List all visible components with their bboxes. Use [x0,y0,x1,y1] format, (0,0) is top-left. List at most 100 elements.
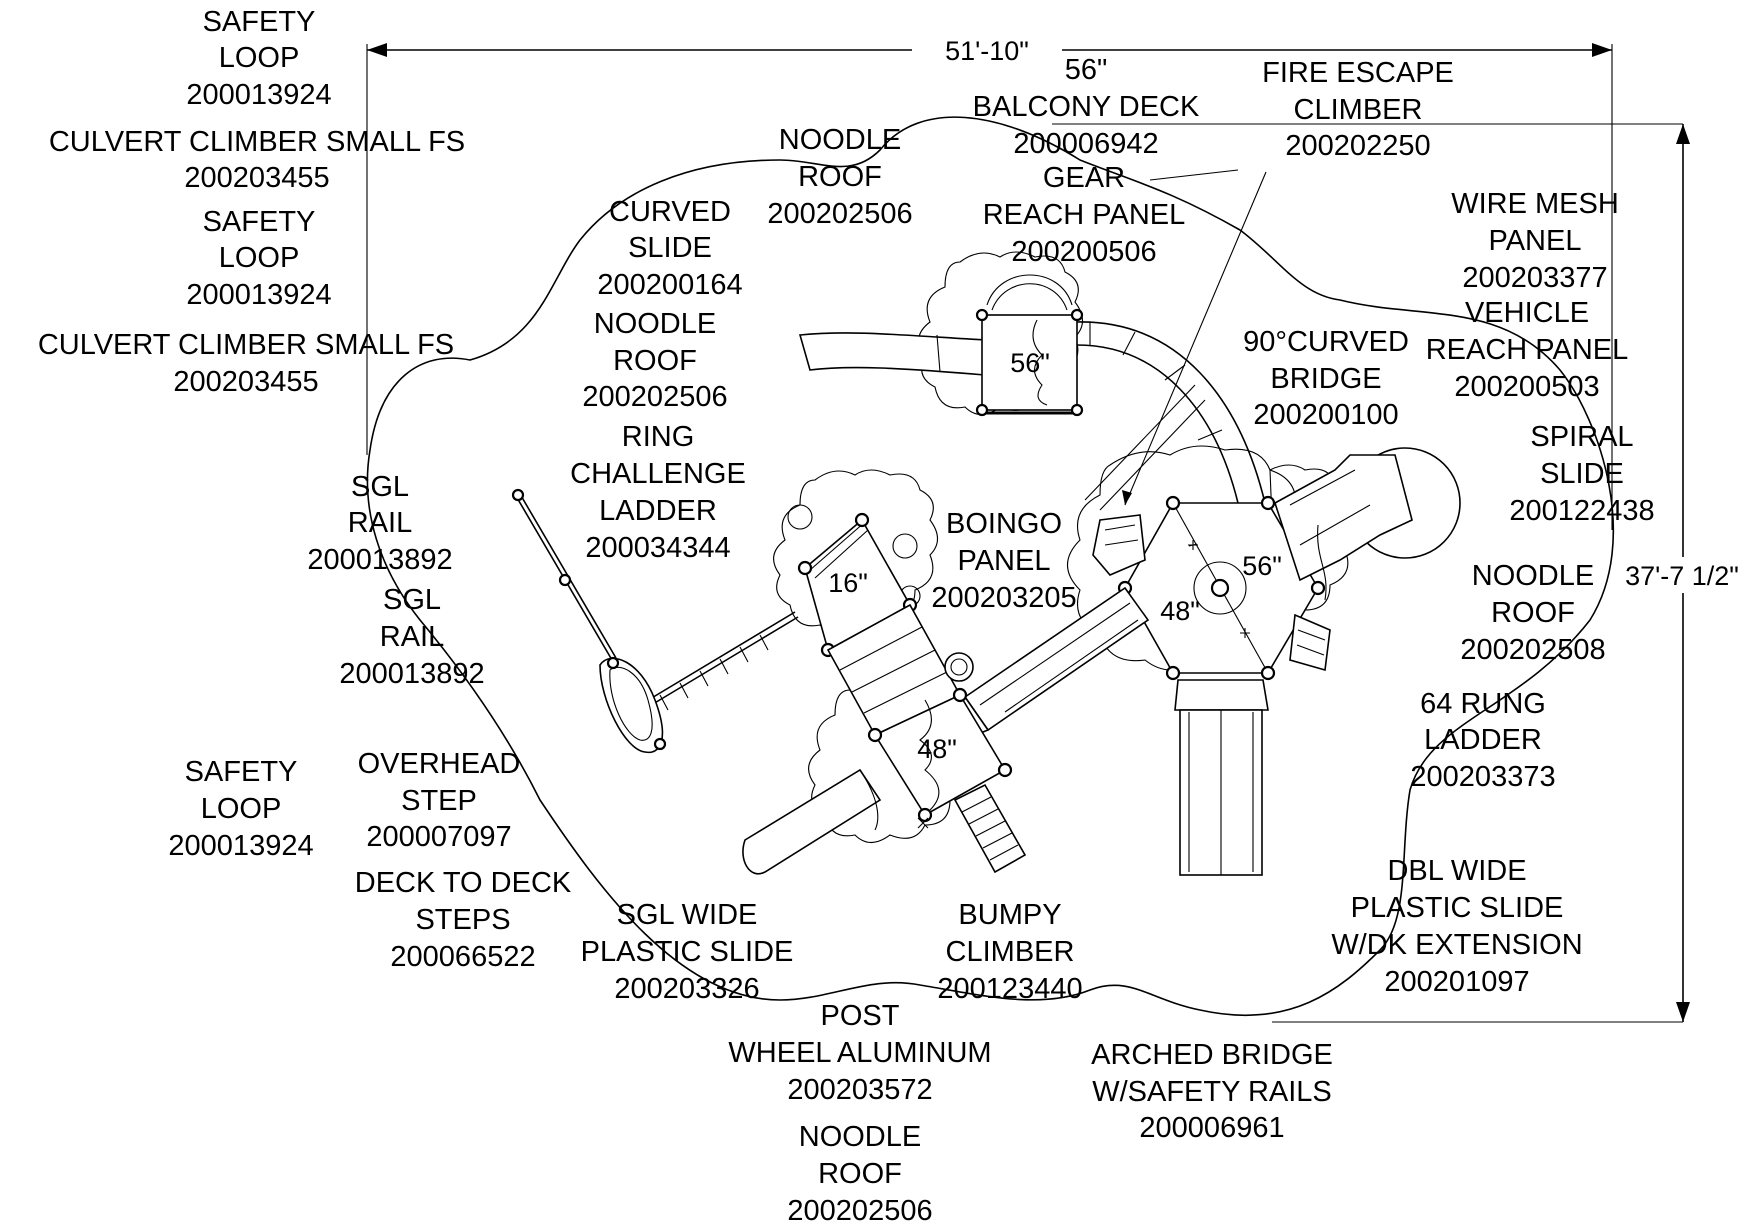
label-text: BUMPY [958,899,1061,931]
label-sgl-rail: SGL RAIL 200013892 [307,471,452,576]
label-bumpy-climber: BUMPY CLIMBER 200123440 [937,899,1082,1005]
label-text: 200122438 [1509,495,1654,527]
label-text: SAFETY [185,756,298,788]
label-text: SGL [351,471,409,503]
label-text: PLASTIC SLIDE [581,936,794,968]
label-text: ROOF [1491,597,1575,629]
label-text: ARCHED BRIDGE [1091,1039,1333,1071]
label-text: BALCONY DECK [973,91,1200,123]
label-text: CURVED [609,196,731,228]
label-text: 200200100 [1253,399,1398,431]
label-text: SAFETY [203,6,316,38]
label-text: 200200164 [597,269,742,301]
label-text: 200066522 [390,941,535,973]
label-vehicle-reach-panel: VEHICLE REACH PANEL 200200503 [1426,297,1629,403]
label-text: 200200503 [1454,371,1599,403]
single-rail-safety-loop [511,488,667,754]
label-text: 200007097 [366,821,511,853]
label-curved-bridge: 90°CURVED BRIDGE 200200100 [1243,326,1409,431]
label-ring-challenge-ladder: RING CHALLENGE LADDER 200034344 [570,421,746,564]
label-curved-slide: CURVED SLIDE 200200164 [597,196,742,301]
deck-height-label: 16" [828,568,868,598]
label-text: RING [622,421,695,453]
width-dimension: 51'-10" [366,30,1613,530]
label-post-wheel: POST WHEEL ALUMINUM 200203572 [728,1000,991,1106]
label-text: 56" [1065,54,1108,86]
label-text: STEPS [415,904,510,936]
label-balcony-deck: 56" BALCONY DECK 200006942 [973,54,1200,160]
label-text: DBL WIDE [1387,855,1526,887]
label-text: GEAR [1043,162,1125,194]
label-text: LOOP [219,242,300,274]
label-deck-to-deck-steps: DECK TO DECK STEPS 200066522 [355,867,572,973]
label-text: CHALLENGE [570,458,746,490]
vehicle-reach-panel [1289,613,1331,672]
deck-height-label: 56" [1010,348,1050,378]
depth-dimension: 37'-7 1/2" [1052,123,1749,1023]
label-text: ROOF [818,1158,902,1190]
label-safety-loop: SAFETY LOOP 200013924 [168,756,313,862]
label-text: NOODLE [779,124,901,156]
label-boingo-panel: BOINGO PANEL 200203205 [931,508,1076,614]
label-arched-bridge: ARCHED BRIDGE W/SAFETY RAILS 200006961 [1091,1039,1333,1144]
deck-height-label: 56" [1242,551,1282,581]
depth-dimension-label: 37'-7 1/2" [1625,561,1739,591]
label-text: DECK TO DECK [355,867,572,899]
label-text: PANEL [958,545,1051,577]
label-text: 200203455 [173,366,318,398]
label-overhead-step: OVERHEAD STEP 200007097 [358,748,521,853]
label-text: SLIDE [1540,458,1624,490]
label-text: LADDER [599,495,717,527]
label-text: 200203455 [184,162,329,194]
label-noodle-roof: NOODLE ROOF 200202506 [582,308,727,413]
label-text: 200202250 [1285,130,1430,162]
label-noodle-roof: NOODLE ROOF 200202508 [1460,560,1605,666]
label-text: W/SAFETY RAILS [1092,1076,1332,1108]
label-64-rung-ladder: 64 RUNG LADDER 200203373 [1410,688,1555,793]
label-culvert-climber: CULVERT CLIMBER SMALL FS 200203455 [38,329,454,398]
label-text: RAIL [380,621,444,653]
label-text: BRIDGE [1270,363,1381,395]
label-text: PANEL [1489,225,1582,257]
label-text: CULVERT CLIMBER SMALL FS [38,329,454,361]
component-labels: SAFETY LOOP 200013924 CULVERT CLIMBER SM… [38,6,1655,1227]
curved-bridge-90 [1076,321,1266,504]
deck-16: 16" [797,512,918,658]
label-text: ROOF [798,161,882,193]
label-text: CLIMBER [946,936,1075,968]
label-text: 200203326 [614,973,759,1005]
label-text: 200013924 [186,79,331,111]
curved-slide [798,332,986,376]
width-dimension-label: 51'-10" [945,36,1029,66]
leader-lines [1149,169,1239,181]
label-text: STEP [401,785,477,817]
label-text: REACH PANEL [1426,334,1629,366]
fire-escape-panel [1092,514,1146,576]
label-text: WHEEL ALUMINUM [728,1037,991,1069]
label-safety-loop: SAFETY LOOP 200013924 [186,6,331,111]
label-text: BOINGO [946,508,1062,540]
fire-escape-climber [1084,171,1267,511]
label-text: 200013924 [186,279,331,311]
label-noodle-roof: NOODLE ROOF 200202506 [787,1121,932,1227]
label-text: 200123440 [937,973,1082,1005]
label-text: SPIRAL [1530,421,1633,453]
label-text: 200013892 [339,658,484,690]
label-text: 200034344 [585,532,730,564]
label-text: 64 RUNG [1420,688,1546,720]
label-text: 200202506 [767,198,912,230]
label-sgl-wide-plastic-slide: SGL WIDE PLASTIC SLIDE 200203326 [581,899,794,1005]
label-text: SAFETY [203,206,316,238]
single-wide-plastic-slide [742,768,882,875]
label-spiral-slide: SPIRAL SLIDE 200122438 [1509,421,1654,527]
label-wire-mesh-panel: WIRE MESH PANEL 200203377 [1451,188,1619,294]
label-text: SGL WIDE [617,899,758,931]
label-text: SGL [383,584,441,616]
label-text: CLIMBER [1294,94,1423,126]
label-text: 200202506 [787,1195,932,1227]
label-text: W/DK EXTENSION [1331,929,1582,961]
label-dbl-wide-plastic-slide: DBL WIDE PLASTIC SLIDE W/DK EXTENSION 20… [1331,855,1582,998]
label-culvert-climber: CULVERT CLIMBER SMALL FS 200203455 [49,126,465,194]
label-text: 200006942 [1013,128,1158,160]
